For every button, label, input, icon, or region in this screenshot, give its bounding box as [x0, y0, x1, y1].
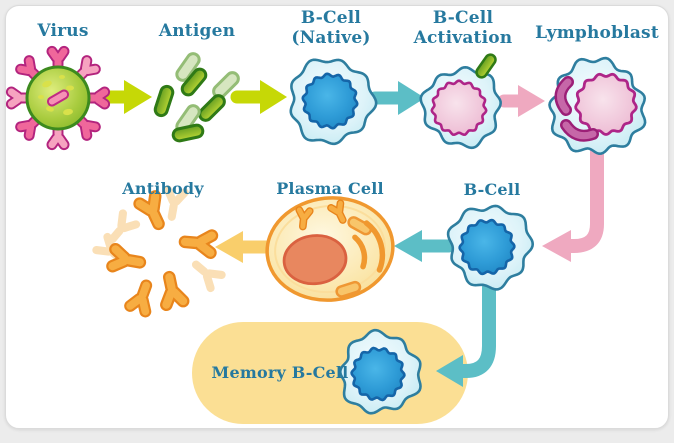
bcell-activation-illustration: [419, 51, 502, 150]
arrow-plasma-to-antibody: [215, 231, 274, 263]
bcell-native-illustration: [289, 58, 378, 146]
antigen-label: Antigen: [158, 21, 236, 41]
antibody-y: [155, 270, 190, 311]
cell-nucleus: [282, 234, 348, 286]
bcell-native-label: B-Cell (Native): [291, 8, 371, 48]
antigen-rod: [152, 83, 176, 119]
plasma-cell-illustration: [265, 196, 395, 302]
antibody-y: [106, 243, 146, 277]
virus-label: Virus: [37, 21, 89, 41]
lymphoblast-illustration: [548, 56, 647, 156]
arrow-bcell-to-activation: [368, 81, 425, 115]
cell-nucleus: [458, 218, 516, 276]
memory-bcell-illustration: [338, 328, 422, 415]
antibody-y: [123, 277, 160, 318]
plasma-cell-label: Plasma Cell: [276, 179, 384, 198]
arrow-activation-to-lymphoblast: [497, 85, 545, 117]
antigen-rod: [195, 91, 229, 125]
lymphoblast-label: Lymphoblast: [535, 23, 659, 43]
antibody-label: Antibody: [122, 179, 204, 198]
arrow-antigen-to-bcell: [230, 80, 287, 114]
arrow-virus-to-antigen: [93, 80, 152, 114]
virus-illustration: [4, 44, 112, 152]
arrow-bcell-to-plasma: [394, 230, 456, 262]
antigen-cluster: [152, 49, 243, 144]
endoplasmic-reticulum: [352, 220, 386, 273]
cell-nucleus: [350, 346, 406, 402]
organelle-crescents: [554, 76, 599, 142]
virus-spots: [38, 75, 74, 116]
cell-nucleus: [574, 72, 638, 136]
bcell-illustration: [446, 204, 535, 291]
cell-nucleus: [301, 72, 359, 130]
bound-antigen-rod: [473, 51, 499, 81]
arrow-lymphoblast-to-bcell: [542, 145, 604, 262]
antibody-cluster: [88, 183, 230, 318]
arrow-bcell-to-memory: [436, 280, 496, 387]
bcell-label: B-Cell: [463, 180, 521, 199]
antibody-y: [183, 251, 230, 296]
antibody-y: [180, 227, 218, 258]
cell-nucleus: [430, 79, 488, 137]
bcell-activation-label: B-Cell Activation: [413, 8, 513, 48]
memory-bcell-label: Memory B-Cell: [211, 363, 349, 382]
virus-core-rod: [46, 89, 70, 107]
